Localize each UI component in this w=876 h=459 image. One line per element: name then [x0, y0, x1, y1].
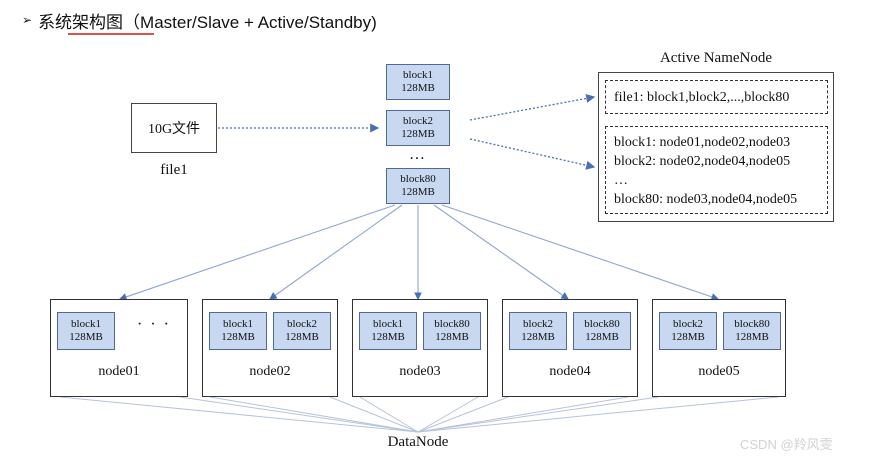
block-name: block2	[673, 318, 703, 330]
block-name: block80	[400, 173, 436, 185]
block-name: block1	[403, 69, 433, 81]
node-box-node03: block1 128MB block80 128MB node03	[352, 299, 488, 397]
block-map-line-2: block2: node02,node04,node05	[614, 154, 791, 169]
block-name: block80	[584, 318, 620, 330]
node04-label: node04	[549, 364, 591, 379]
block-column-item-2: block2 128MB	[386, 110, 450, 146]
node-box-node04: block2 128MB block80 128MB node04	[502, 299, 638, 397]
page-title-text: 系统架构图（Master/Slave + Active/Standby)	[38, 12, 377, 32]
node04-block-1: block2 128MB	[509, 312, 567, 350]
node-box-node01: block1 128MB · · · node01	[50, 299, 188, 397]
page-title: ➢ 系统架构图（Master/Slave + Active/Standby)	[22, 8, 377, 32]
datanode-line-5	[359, 396, 419, 433]
block-name: block2	[287, 318, 317, 330]
node01-ellipsis: · · ·	[137, 316, 171, 333]
namenode-file-map: file1: block1,block2,...,block80	[605, 80, 828, 114]
node01-block-1: block1 128MB	[57, 312, 115, 350]
node05-block-2: block80 128MB	[723, 312, 781, 350]
fan-arrow-node02	[269, 204, 403, 300]
node01-label: node01	[98, 364, 140, 379]
block-size: 128MB	[285, 331, 319, 343]
block-size: 128MB	[371, 331, 405, 343]
namenode-title: Active NameNode	[659, 50, 773, 66]
block-size: 128MB	[435, 331, 469, 343]
block-size: 128MB	[401, 186, 435, 198]
fan-arrow-node01	[118, 204, 396, 301]
node-box-node05: block2 128MB block80 128MB node05	[652, 299, 786, 397]
datanode-line-7	[417, 396, 509, 433]
datanode-line-8	[417, 396, 629, 433]
bullet-arrow-icon: ➢	[22, 13, 33, 27]
node05-block-1: block2 128MB	[659, 312, 717, 350]
block-column-item-1: block1 128MB	[386, 64, 450, 100]
node02-label: node02	[249, 364, 291, 379]
file-box: 10G文件	[131, 103, 217, 153]
block-name: block1	[71, 318, 101, 330]
fan-arrow-node04	[433, 204, 569, 300]
block-name: block2	[403, 115, 433, 127]
block-map-line-1: block1: node01,node02,node03	[614, 135, 791, 150]
node02-block-1: block1 128MB	[209, 312, 267, 350]
block-size: 128MB	[585, 331, 619, 343]
watermark-csdn: CSDN @羚风雯	[740, 437, 833, 452]
block-column-item-80: block80 128MB	[386, 168, 450, 204]
node04-block-2: block80 128MB	[573, 312, 631, 350]
node-box-node02: block1 128MB block2 128MB node02	[202, 299, 338, 397]
node03-block-1: block1 128MB	[359, 312, 417, 350]
block-name: block1	[223, 318, 253, 330]
file-map-text: file1: block1,block2,...,block80	[614, 89, 790, 105]
block-name: block80	[734, 318, 770, 330]
namenode-block-map: block1: node01,node02,node03 block2: nod…	[605, 126, 828, 214]
block-size: 128MB	[69, 331, 103, 343]
block-name: block1	[373, 318, 403, 330]
block-size: 128MB	[671, 331, 705, 343]
block-size: 128MB	[401, 82, 435, 94]
block-name: block80	[434, 318, 470, 330]
fan-arrow-node05	[441, 204, 720, 301]
block-to-filemap-arrow	[469, 93, 596, 121]
node02-block-2: block2 128MB	[273, 312, 331, 350]
datanode-line-3	[209, 396, 419, 433]
block-to-blockmap-arrow	[469, 138, 596, 170]
file-box-label: 10G文件	[147, 122, 201, 137]
datanode-line-2	[179, 396, 419, 433]
datanode-line-4	[329, 396, 419, 433]
datanode-line-10	[417, 396, 779, 433]
block-map-line-4: block80: node03,node04,node05	[614, 192, 798, 207]
datanode-line-9	[417, 396, 659, 433]
node03-label: node03	[399, 364, 441, 379]
blocks-ellipsis: …	[409, 146, 427, 163]
block-size: 128MB	[221, 331, 255, 343]
block-size: 128MB	[735, 331, 769, 343]
datanode-label: DataNode	[387, 434, 449, 450]
datanode-line-1	[59, 396, 419, 433]
node05-label: node05	[698, 364, 740, 379]
block-size: 128MB	[401, 128, 435, 140]
block-size: 128MB	[521, 331, 555, 343]
file-name: file1	[160, 162, 188, 178]
node03-block-2: block80 128MB	[423, 312, 481, 350]
datanode-line-6	[417, 396, 479, 433]
title-underline	[68, 33, 154, 35]
block-map-line-3: …	[614, 173, 628, 188]
block-name: block2	[523, 318, 553, 330]
